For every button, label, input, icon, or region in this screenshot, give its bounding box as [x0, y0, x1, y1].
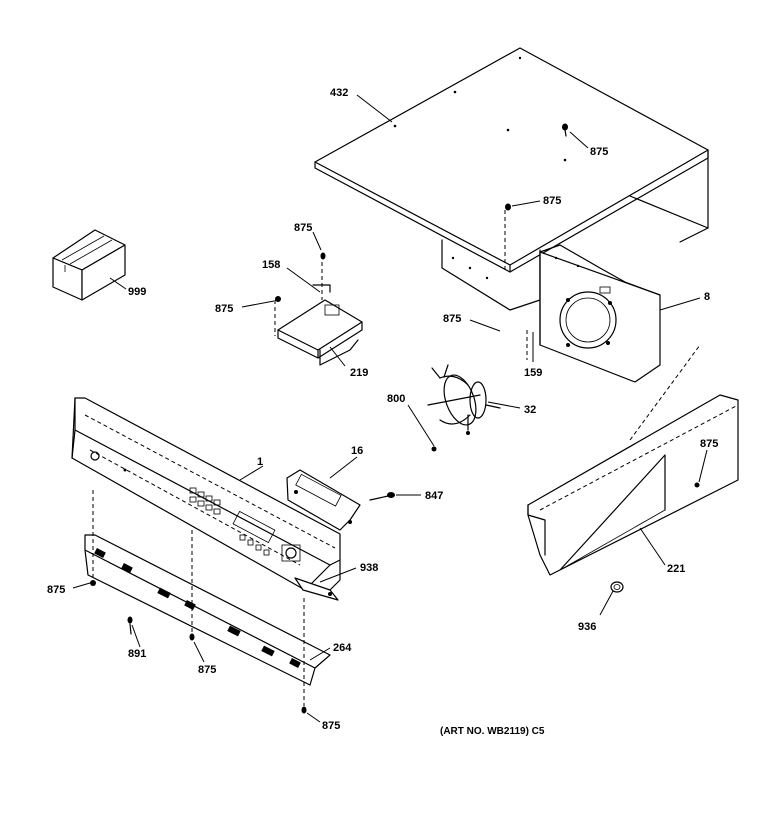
callout-264: 264: [333, 642, 352, 654]
callout-875-upper-right: 875: [543, 195, 561, 207]
callout-800: 800: [387, 393, 405, 405]
screw-875-upper-right: [505, 203, 511, 211]
callout-847: 847: [425, 490, 443, 502]
screw-875-bracket-top: [320, 252, 326, 260]
callout-1: 1: [257, 456, 263, 468]
art-number-label: (ART NO. WB2119) C5: [440, 726, 545, 737]
screw-875-bracket-left: [275, 296, 281, 302]
screw-875-left: [90, 490, 96, 586]
callout-875-fan: 875: [443, 313, 461, 325]
screw-875-mid: [189, 530, 195, 641]
display-board: [286, 469, 361, 531]
callout-936: 936: [578, 621, 596, 633]
callout-999: 999: [128, 286, 146, 298]
screw-800: [431, 446, 437, 452]
vent-slots: [94, 548, 301, 668]
callout-875-top: 875: [590, 146, 608, 158]
callout-32: 32: [524, 404, 536, 416]
blower-housing-bracket: [441, 210, 661, 383]
accessory-box-999: [52, 229, 126, 301]
callout-875-bracket-top: 875: [294, 222, 312, 234]
callout-875-right-panel: 875: [700, 438, 718, 450]
plug-936: [610, 581, 624, 593]
screw-875-bottom: [301, 598, 307, 714]
control-panel-frame: [71, 397, 341, 591]
keypad-buttons: [189, 487, 301, 562]
callout-221: 221: [667, 563, 685, 575]
top-cover-panel: [314, 47, 709, 273]
callout-875-mid: 875: [198, 664, 216, 676]
clip-938: [294, 577, 339, 601]
callout-875-left: 875: [47, 584, 65, 596]
callout-158: 158: [262, 259, 280, 271]
screw-847: [369, 492, 395, 501]
screw-875-top: [562, 123, 568, 137]
callout-891: 891: [128, 648, 146, 660]
callout-159: 159: [524, 367, 542, 379]
callout-875-bracket-left: 875: [215, 303, 233, 315]
convection-fan: [427, 364, 501, 435]
callout-938: 938: [360, 562, 378, 574]
callout-8: 8: [704, 291, 710, 303]
side-panel-221: [527, 344, 739, 576]
leader-lines: [72, 94, 708, 723]
callout-219: 219: [350, 367, 368, 379]
screw-891: [127, 616, 133, 635]
callout-432: 432: [330, 87, 348, 99]
bracket-219: [274, 255, 363, 366]
callout-875-bottom: 875: [322, 720, 340, 732]
callout-16: 16: [351, 445, 363, 457]
callout-labels: 432 875 875 875 158 999 875 219 875 8 15…: [47, 87, 718, 732]
